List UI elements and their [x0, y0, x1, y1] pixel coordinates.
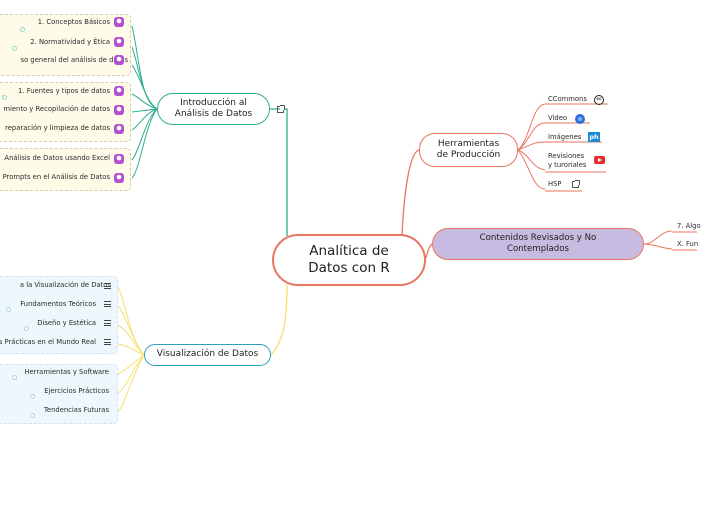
central-title-line1: Analítica de [309, 243, 389, 259]
link-central-visual [270, 283, 288, 356]
contenidos-item[interactable]: X. Fun [677, 240, 699, 248]
youtube-icon [594, 156, 605, 164]
video-icon [575, 114, 585, 124]
external-link-icon[interactable] [277, 105, 285, 113]
link-intro-g3b [131, 108, 158, 179]
hexagon-tag-icon: ⬢ [114, 37, 124, 47]
intro-item[interactable]: Análisis de Datos usando Excel [4, 154, 110, 162]
collapse-circle[interactable] [6, 307, 11, 312]
topic-contenidos-line1: Contenidos Revisados y No [479, 232, 597, 243]
topic-herramientas-line1: Herramientas [437, 138, 500, 149]
herr-item-video[interactable]: Video [548, 114, 568, 122]
visual-item[interactable]: s Prácticas en el Mundo Real [0, 338, 96, 346]
collapse-circle[interactable] [24, 326, 29, 331]
topic-herramientas-line2: de Producción [436, 150, 501, 160]
hexagon-tag-icon: ⬢ [114, 154, 124, 164]
visual-item[interactable]: Herramientas y Software [24, 368, 109, 376]
collapse-circle[interactable] [30, 394, 35, 399]
central-title-line2: Datos con R [308, 260, 390, 276]
hexagon-tag-icon: ⬢ [114, 105, 124, 115]
herr-item-ccommons[interactable]: CCommons [548, 95, 587, 103]
collapse-circle[interactable] [12, 375, 17, 380]
notes-icon [104, 301, 111, 307]
intro-item[interactable]: reparación y limpieza de datos [5, 124, 110, 132]
herr-item-hsp[interactable]: HSP [548, 180, 562, 188]
collapse-circle[interactable] [2, 95, 7, 100]
intro-item[interactable]: so general del análisis de datos [20, 56, 128, 64]
visual-item[interactable]: Diseño y Estética [37, 319, 96, 327]
topic-introduccion-line2: Análisis de Datos [174, 109, 253, 119]
creative-commons-icon: cc [594, 95, 604, 105]
hexagon-tag-icon: ⬢ [114, 86, 124, 96]
photo-icon: ph [588, 132, 600, 142]
link-intro-g1b [131, 46, 158, 110]
visual-group-1 [0, 276, 118, 354]
link-intro-g3 [131, 108, 158, 161]
topic-contenidos[interactable]: Contenidos Revisados y No Contemplados [432, 228, 644, 260]
hexagon-tag-icon: ⬢ [114, 124, 124, 134]
intro-group-1 [0, 14, 131, 76]
visual-item[interactable]: Fundamentos Teóricos [20, 300, 96, 308]
link-central-herr [401, 149, 420, 237]
intro-group-3 [0, 148, 131, 191]
intro-group-2 [0, 82, 131, 142]
visual-item[interactable]: Ejercicios Prácticos [44, 387, 109, 395]
intro-item[interactable]: 2. Normatividad y Ética [30, 38, 110, 46]
hexagon-tag-icon: ⬢ [114, 17, 124, 27]
collapse-circle[interactable] [30, 413, 35, 418]
collapse-circle[interactable] [20, 27, 25, 32]
topic-introduccion-line1: Introducción al [180, 97, 247, 108]
intro-item[interactable]: 1. Conceptos Básicos [37, 18, 110, 26]
herr-item-revisiones[interactable]: Revisiones y turoriales [548, 152, 586, 170]
intro-item[interactable]: Prompts en el Análisis de Datos [2, 173, 110, 181]
link-central-intro [270, 108, 288, 236]
notes-icon [104, 283, 111, 289]
topic-visualizacion[interactable]: Visualización de Datos [144, 344, 271, 366]
herr-item-revisiones-line2: y turoriales [548, 161, 587, 169]
intro-item[interactable]: miento y Recopilación de datos [3, 105, 110, 113]
contenidos-item[interactable]: 7. Algo [677, 222, 701, 230]
topic-visualizacion-label: Visualización de Datos [156, 349, 259, 360]
intro-item[interactable]: 1. Fuentes y tipos de datos [18, 87, 110, 95]
visual-item[interactable]: a la Visualización de Datos [19, 281, 111, 289]
central-topic[interactable]: Analítica de Datos con R [272, 234, 426, 286]
visual-item[interactable]: Tendencias Futuras [43, 406, 109, 414]
link-intro-g2 [131, 93, 158, 110]
topic-herramientas[interactable]: Herramientas de Producción [419, 133, 518, 167]
link-intro-g1c [131, 64, 158, 110]
hexagon-tag-icon: ⬢ [114, 55, 124, 65]
link-intro-g2b [131, 108, 158, 113]
hexagon-tag-icon: ⬢ [114, 173, 124, 183]
topic-introduccion[interactable]: Introducción al Análisis de Datos [157, 93, 270, 125]
external-link-icon[interactable] [572, 180, 580, 188]
visual-group-2 [0, 364, 118, 424]
herr-item-revisiones-line1: Revisiones [548, 152, 585, 160]
link-intro-g2c [131, 108, 158, 131]
topic-contenidos-line2: Contemplados [506, 244, 570, 254]
collapse-circle[interactable] [12, 46, 17, 51]
notes-icon [104, 339, 111, 345]
link-central-cont [425, 243, 433, 259]
herr-item-imagenes[interactable]: Imágenes [548, 133, 582, 141]
notes-icon [104, 320, 111, 326]
